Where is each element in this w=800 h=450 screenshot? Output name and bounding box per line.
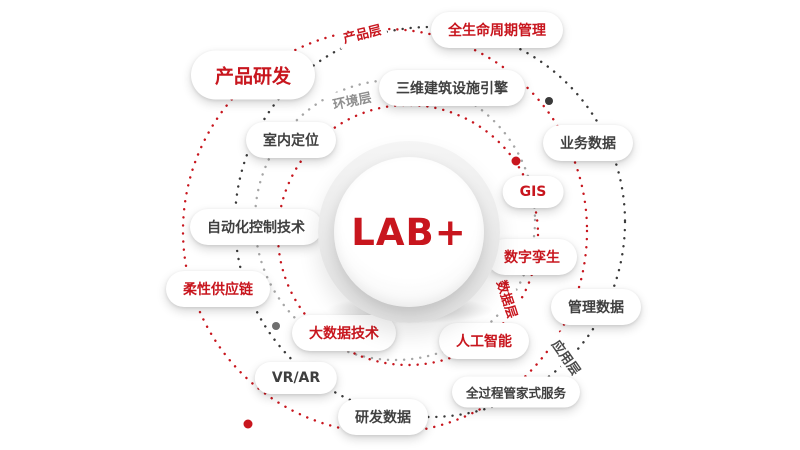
node-label: 研发数据 [355, 410, 411, 426]
node-product-rd: 产品研发 [190, 50, 316, 100]
node-label: 自动化控制技术 [207, 220, 305, 236]
center-brand-label: LAB+ [351, 210, 467, 254]
node-label: 三维建筑设施引擎 [396, 81, 508, 97]
node-label: 业务数据 [560, 136, 616, 152]
red-dot-marker-bottom [243, 419, 253, 429]
middle-red-orbit [276, 103, 540, 367]
node-label: 管理数据 [568, 300, 624, 316]
node-management-data: 管理数据 [551, 289, 641, 325]
node-lifecycle-management: 全生命周期管理 [431, 12, 563, 48]
node-indoor-positioning: 室内定位 [246, 122, 336, 158]
node-label: 产品研发 [214, 65, 292, 88]
dark-dot-marker [545, 97, 553, 105]
node-label: VR/AR [271, 370, 321, 386]
center-circle: LAB+ [334, 157, 484, 307]
inner-gray-orbit [253, 78, 537, 362]
gray-dot-marker [272, 322, 280, 330]
node-label: 柔性供应链 [183, 282, 253, 298]
node-label: GIS [519, 184, 547, 200]
node-digital-twin: 数字孪生 [487, 239, 577, 275]
node-label: 室内定位 [263, 133, 319, 149]
node-business-data: 业务数据 [543, 125, 633, 161]
node-vr-ar: VR/AR [254, 362, 338, 394]
node-gis: GIS [502, 176, 564, 208]
node-label: 人工智能 [456, 334, 512, 350]
outer-dark-orbit [233, 25, 627, 419]
red-dot-marker [511, 156, 521, 166]
node-flexible-supply-chain: 柔性供应链 [166, 271, 270, 307]
node-bim-engine: 三维建筑设施引擎 [379, 70, 525, 106]
node-artificial-intelligence: 人工智能 [439, 323, 529, 359]
node-label: 数字孪生 [504, 250, 560, 266]
node-big-data-tech: 大数据技术 [292, 315, 396, 351]
center-ring: LAB+ [318, 141, 500, 323]
node-rd-data: 研发数据 [338, 399, 428, 435]
node-butler-service: 全过程管家式服务 [451, 376, 581, 408]
node-label: 全过程管家式服务 [465, 385, 567, 401]
center-hub: LAB+ [318, 141, 500, 323]
node-label: 大数据技术 [309, 326, 379, 342]
node-automation-control: 自动化控制技术 [190, 209, 322, 245]
node-label: 全生命周期管理 [448, 23, 546, 39]
